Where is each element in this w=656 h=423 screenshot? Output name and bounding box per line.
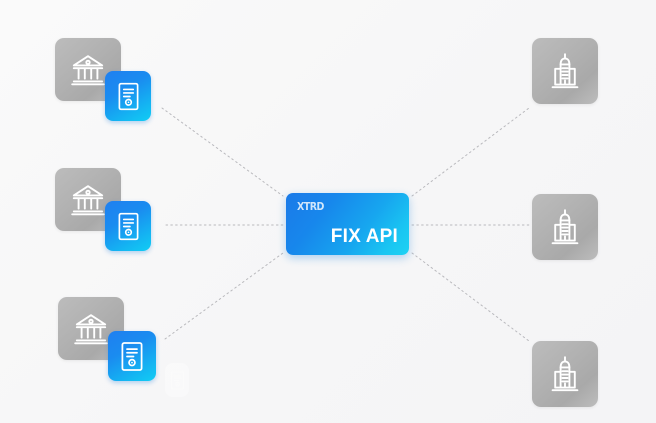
hub-title: FIX API	[330, 226, 398, 247]
fix-api-hub-card[interactable]: XTRD FIX API	[286, 193, 409, 255]
exchange-node-1[interactable]	[532, 38, 598, 104]
link-hub-to-exchange-1	[411, 107, 530, 197]
device-icon	[120, 341, 144, 372]
xtrd-logo: XTRD	[297, 200, 324, 213]
link-hub-to-exchange-3	[411, 252, 530, 342]
exchange-node-2[interactable]	[532, 194, 598, 260]
skyscraper-icon	[546, 52, 584, 90]
link-bank-1-to-hub	[161, 107, 284, 197]
bank-node-2-device-badge[interactable]	[105, 201, 151, 251]
device-icon	[117, 82, 140, 111]
exchange-node-3[interactable]	[532, 341, 598, 407]
bank-icon	[69, 183, 107, 217]
bank-icon	[72, 312, 110, 346]
link-bank-3-to-hub	[164, 252, 284, 340]
bank-node-1-device-badge[interactable]	[105, 71, 151, 121]
bank-node-3-device-badge[interactable]	[108, 331, 156, 381]
skyscraper-icon	[546, 355, 584, 393]
device-icon	[117, 212, 140, 241]
skyscraper-icon	[546, 208, 584, 246]
bank-node-3-ghost-badge	[165, 363, 189, 397]
bank-icon	[69, 53, 107, 87]
device-icon	[170, 371, 185, 390]
